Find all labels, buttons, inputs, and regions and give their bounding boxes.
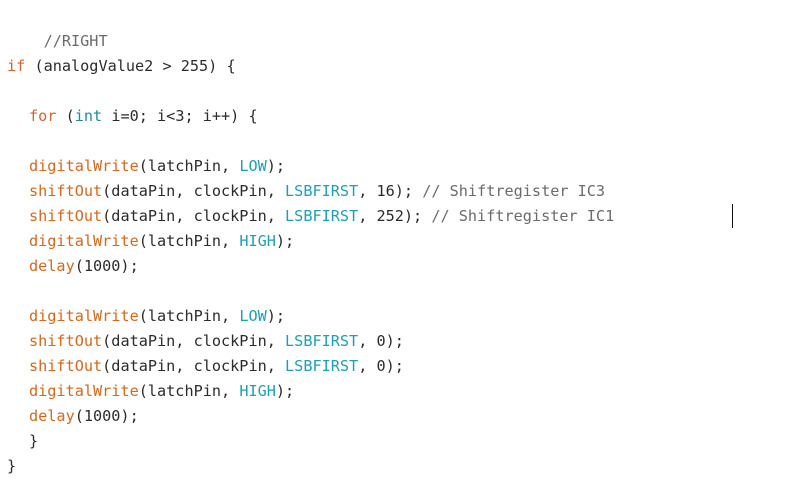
constant-high: HIGH bbox=[239, 382, 276, 400]
constant-low: LOW bbox=[239, 307, 267, 325]
text-cursor bbox=[732, 204, 733, 228]
keyword-int: int bbox=[74, 107, 103, 125]
code-line-shiftout-252: shiftOut(dataPin, clockPin, LSBFIRST, 25… bbox=[29, 204, 614, 229]
brace-close-if: } bbox=[7, 457, 17, 475]
constant-low: LOW bbox=[239, 157, 267, 175]
args-open: (latchPin, bbox=[138, 157, 240, 175]
code-line-delay-1: delay(1000); bbox=[29, 254, 139, 279]
args-open: (latchPin, bbox=[138, 232, 240, 250]
code-line-digitalwrite-low-2: digitalWrite(latchPin, LOW); bbox=[29, 304, 285, 329]
args-close: ); bbox=[275, 232, 295, 250]
delay-args: (1000); bbox=[74, 257, 139, 275]
for-open: ( bbox=[56, 107, 75, 125]
function-delay: delay bbox=[29, 257, 75, 275]
code-line-for: for (int i=0; i<3; i++) { bbox=[29, 104, 258, 129]
code-line-if: if (analogValue2 > 255) { bbox=[7, 54, 236, 79]
if-condition: (analogValue2 > 255) { bbox=[25, 57, 236, 75]
function-shiftout: shiftOut bbox=[29, 357, 103, 375]
comment-text: //RIGHT bbox=[43, 32, 108, 50]
args-value: , 0); bbox=[358, 357, 404, 375]
code-line-shiftout-0-a: shiftOut(dataPin, clockPin, LSBFIRST, 0)… bbox=[29, 329, 404, 354]
constant-lsbfirst: LSBFIRST bbox=[285, 207, 359, 225]
args-value: , 16); bbox=[358, 182, 423, 200]
keyword-for: for bbox=[29, 107, 57, 125]
function-digitalwrite: digitalWrite bbox=[29, 307, 139, 325]
code-line-close-if: } bbox=[7, 454, 16, 479]
constant-lsbfirst: LSBFIRST bbox=[285, 332, 359, 350]
delay-args: (1000); bbox=[74, 407, 139, 425]
brace-close-for: } bbox=[29, 432, 39, 450]
args-open: (dataPin, clockPin, bbox=[102, 332, 286, 350]
for-rest: i=0; i<3; i++) { bbox=[102, 107, 258, 125]
args-close: ); bbox=[266, 157, 286, 175]
code-line-digitalwrite-high-2: digitalWrite(latchPin, HIGH); bbox=[29, 379, 294, 404]
args-open: (latchPin, bbox=[138, 307, 240, 325]
comment-ic1: // Shiftregister IC1 bbox=[431, 207, 615, 225]
constant-high: HIGH bbox=[239, 232, 276, 250]
function-digitalwrite: digitalWrite bbox=[29, 157, 139, 175]
code-line-shiftout-0-b: shiftOut(dataPin, clockPin, LSBFIRST, 0)… bbox=[29, 354, 404, 379]
args-value: , 252); bbox=[358, 207, 432, 225]
comment-ic3: // Shiftregister IC3 bbox=[422, 182, 606, 200]
code-line-digitalwrite-high-1: digitalWrite(latchPin, HIGH); bbox=[29, 229, 294, 254]
function-digitalwrite: digitalWrite bbox=[29, 382, 139, 400]
function-delay: delay bbox=[29, 407, 75, 425]
args-open: (dataPin, clockPin, bbox=[102, 182, 286, 200]
code-line-comment-right: //RIGHT bbox=[7, 4, 108, 50]
args-close: ); bbox=[266, 307, 286, 325]
args-open: (latchPin, bbox=[138, 382, 240, 400]
function-shiftout: shiftOut bbox=[29, 182, 103, 200]
code-line-close-for: } bbox=[29, 429, 38, 454]
code-line-delay-2: delay(1000); bbox=[29, 404, 139, 429]
keyword-if: if bbox=[7, 57, 26, 75]
function-shiftout: shiftOut bbox=[29, 332, 103, 350]
args-open: (dataPin, clockPin, bbox=[102, 207, 286, 225]
args-value: , 0); bbox=[358, 332, 404, 350]
args-close: ); bbox=[275, 382, 295, 400]
constant-lsbfirst: LSBFIRST bbox=[285, 357, 359, 375]
args-open: (dataPin, clockPin, bbox=[102, 357, 286, 375]
function-shiftout: shiftOut bbox=[29, 207, 103, 225]
constant-lsbfirst: LSBFIRST bbox=[285, 182, 359, 200]
code-line-shiftout-16: shiftOut(dataPin, clockPin, LSBFIRST, 16… bbox=[29, 179, 605, 204]
function-digitalwrite: digitalWrite bbox=[29, 232, 139, 250]
code-line-digitalwrite-low-1: digitalWrite(latchPin, LOW); bbox=[29, 154, 285, 179]
